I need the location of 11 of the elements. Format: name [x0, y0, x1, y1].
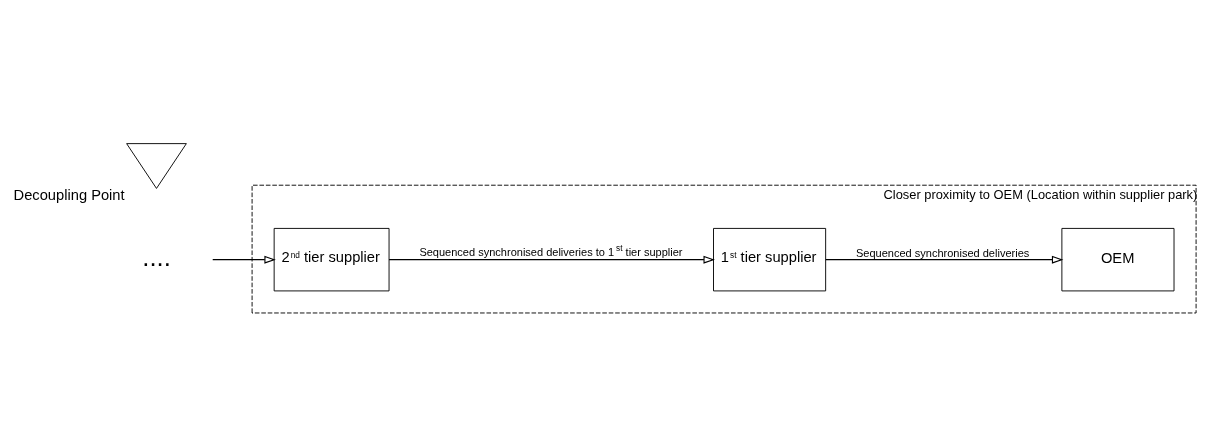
node-box: OEM: [1061, 227, 1175, 291]
node-box: 1$^{st}$ tier supplier: [713, 227, 827, 291]
edge-label: Sequenced synchronised deliveries to 1$^{st}$ tier supplier: [419, 243, 683, 258]
node-label: Decoupling Point: [13, 186, 125, 203]
arrow: [388, 255, 715, 264]
node-triangle: [126, 142, 187, 189]
arrow: [212, 255, 276, 264]
node-text: ....: [142, 242, 171, 271]
node-box: 2$^{nd}$ tier supplier: [273, 227, 390, 291]
edge-label: Sequenced synchronised deliveries: [855, 246, 1030, 259]
arrow: [825, 255, 1064, 264]
